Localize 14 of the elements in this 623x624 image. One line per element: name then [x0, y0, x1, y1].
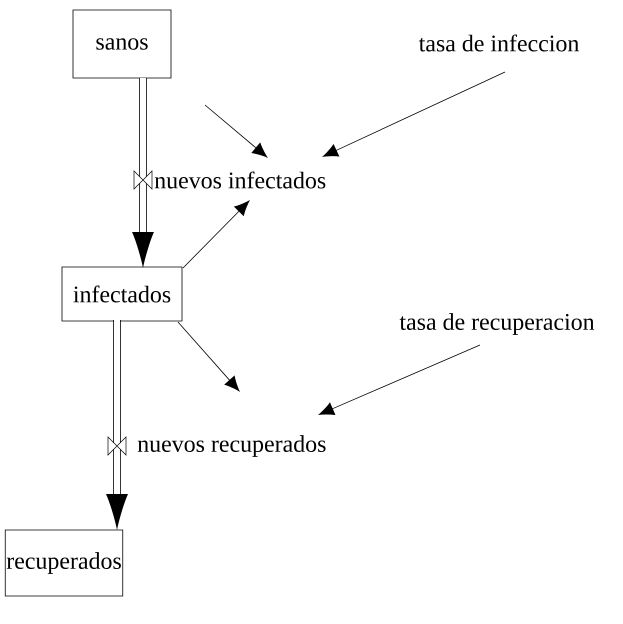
stock-box: infectados [62, 266, 182, 322]
flow-pipe [106, 320, 128, 528]
variable-label: tasa de infeccion [418, 34, 579, 52]
arrow [204, 104, 268, 158]
variable-label: tasa de recuperacion [400, 313, 594, 335]
arrow [322, 72, 506, 157]
variable-label: nuevos recuperados [138, 435, 326, 457]
variable-label: nuevos infectados [154, 171, 326, 189]
arrow [178, 322, 240, 392]
stock-box: sanos [72, 10, 172, 78]
arrow [318, 344, 480, 415]
flow-pipe [132, 78, 154, 266]
stock-box: recuperados [4, 530, 124, 596]
arrow [182, 200, 250, 268]
